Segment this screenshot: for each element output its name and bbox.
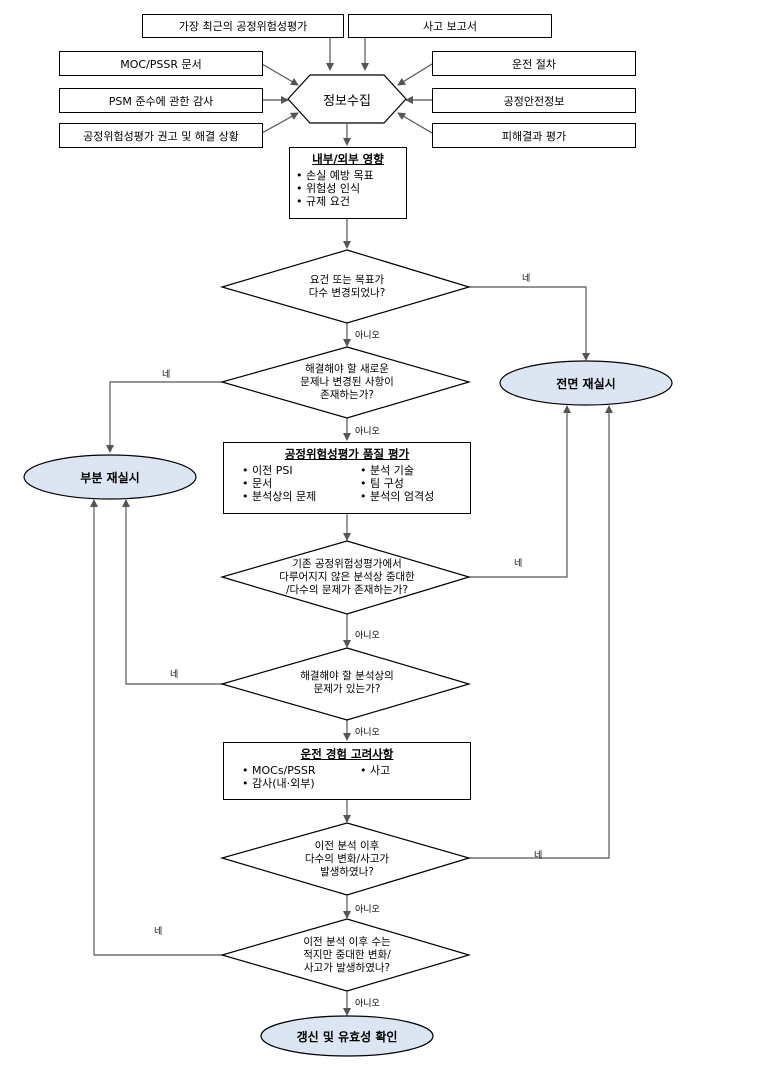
decision-d2-text: 해결해야 할 새로운 문제나 변경된 사항이 존재하는가?	[300, 362, 394, 401]
arrow-left-3	[261, 112, 299, 134]
edge-label-d5-yes: 네	[534, 851, 543, 861]
input-process-safety-info: 공정안전정보	[432, 88, 636, 113]
operating-item: MOCs/PSSR	[242, 764, 360, 777]
operating-experience-items: MOCs/PSSR 사고 감사(내·외부)	[230, 764, 464, 790]
arrow-d6-yes	[90, 499, 222, 956]
input-pha-recommendations-label: 공정위험성평가 권고 및 해결 상황	[83, 129, 239, 143]
full-redo-label: 전면 재실시	[556, 376, 616, 391]
input-operating-procedures: 운전 절차	[432, 51, 636, 76]
decision-d3-diamond	[219, 540, 472, 615]
input-moc-pssr: MOC/PSSR 문서	[59, 51, 263, 76]
partial-redo-label: 부분 재실시	[80, 470, 140, 485]
decision-d1-text: 요건 또는 목표가 다수 변경되었나?	[308, 274, 386, 299]
decision-d6-diamond	[219, 918, 472, 992]
arrow-right-1	[397, 63, 433, 86]
quality-item: 문서	[242, 477, 360, 490]
input-pha-recommendations: 공정위험성평가 권고 및 해결 상황	[59, 123, 263, 148]
edge-label-d1-yes: 네	[522, 274, 531, 284]
decision-d1-diamond	[219, 249, 472, 324]
info-collection-hexagon	[287, 74, 407, 124]
influence-item: 위험성 인식	[296, 182, 400, 195]
influences-title: 내부/외부 영향	[312, 152, 384, 166]
arrow-d3-yes	[469, 405, 571, 578]
arrow-d2-yes	[106, 381, 222, 453]
operating-item: 사고	[360, 764, 478, 777]
quality-item: 분석 기술	[360, 464, 478, 477]
decision-d2-diamond	[219, 346, 472, 419]
influences-box: 내부/외부 영향 손실 예방 목표 위험성 인식 규제 요건	[289, 147, 407, 219]
input-consequence-analysis-label: 피해결과 평가	[501, 129, 567, 143]
input-psm-audit-label: PSM 준수에 관한 감사	[108, 94, 214, 108]
decision-d6-text: 이전 분석 이후 수는 적지만 중대한 변화/ 사고가 발생하였나?	[303, 935, 391, 974]
operating-item: 감사(내·외부)	[242, 777, 360, 790]
influences-list: 손실 예방 목표 위험성 인식 규제 요건	[296, 169, 400, 208]
pha-quality-review-items: 이전 PSI 분석 기술 문서 팀 구성 분석상의 문제 분석의 엄격성	[230, 464, 464, 503]
edge-label-d3-yes: 네	[514, 559, 523, 569]
edge-label-d6-no: 아니오	[355, 999, 380, 1009]
quality-item: 이전 PSI	[242, 464, 360, 477]
arrow-left-1	[261, 63, 299, 86]
update-validate-ellipse	[260, 1015, 434, 1057]
decision-d5-text: 이전 분석 이후 다수의 변화/사고가 발생하였나?	[304, 839, 390, 878]
edge-label-d2-no: 아니오	[355, 427, 380, 437]
pha-quality-review-title: 공정위험성평가 품질 평가	[284, 447, 410, 461]
arrow-d1-yes	[469, 286, 590, 361]
decision-d3-text: 기존 공정위험성평가에서 다루어지지 않은 분석상 중대한 /다수의 문제가 존…	[279, 557, 415, 596]
input-psm-audit: PSM 준수에 관한 감사	[59, 88, 263, 113]
decision-d4-diamond	[219, 647, 472, 721]
quality-item: 팀 구성	[360, 477, 478, 490]
arrow-d5-yes	[469, 405, 613, 859]
arrow-d4-yes	[122, 499, 222, 685]
input-latest-pha: 가장 최근의 공정위험성평가	[142, 14, 344, 38]
influence-item: 손실 예방 목표	[296, 169, 400, 182]
operating-experience-box: 운전 경험 고려사항 MOCs/PSSR 사고 감사(내·외부)	[223, 742, 471, 800]
pha-quality-review-box: 공정위험성평가 품질 평가 이전 PSI 분석 기술 문서 팀 구성 분석상의 …	[223, 442, 471, 514]
input-operating-procedures-label: 운전 절차	[512, 57, 556, 71]
edge-label-d1-no: 아니오	[355, 331, 380, 341]
influence-item: 규제 요건	[296, 195, 400, 208]
arrow-right-3	[397, 112, 433, 134]
edge-label-d4-no: 아니오	[355, 728, 380, 738]
input-consequence-analysis: 피해결과 평가	[432, 123, 636, 148]
edge-label-d6-yes: 네	[154, 927, 163, 937]
input-latest-pha-label: 가장 최근의 공정위험성평가	[178, 20, 308, 33]
edge-label-d5-no: 아니오	[355, 905, 380, 915]
input-moc-pssr-label: MOC/PSSR 문서	[120, 57, 202, 71]
partial-redo-ellipse	[23, 454, 197, 500]
edge-label-d4-yes: 네	[170, 670, 179, 680]
decision-d4-text: 해결해야 할 분석상의 문제가 있는가?	[300, 670, 394, 695]
decision-d5-diamond	[219, 822, 472, 896]
edge-label-d3-no: 아니오	[355, 631, 380, 641]
quality-item: 분석의 엄격성	[360, 490, 478, 503]
input-incident-reports-label: 사고 보고서	[422, 20, 478, 33]
operating-experience-title: 운전 경험 고려사항	[300, 747, 394, 761]
info-collection-label: 정보수집	[323, 93, 371, 109]
quality-item: 분석상의 문제	[242, 490, 360, 503]
input-incident-reports: 사고 보고서	[348, 14, 552, 38]
update-validate-label: 갱신 및 유효성 확인	[296, 1029, 398, 1044]
full-redo-ellipse	[499, 360, 673, 406]
edge-label-d2-yes: 네	[162, 370, 171, 380]
input-process-safety-info-label: 공정안전정보	[503, 94, 565, 108]
